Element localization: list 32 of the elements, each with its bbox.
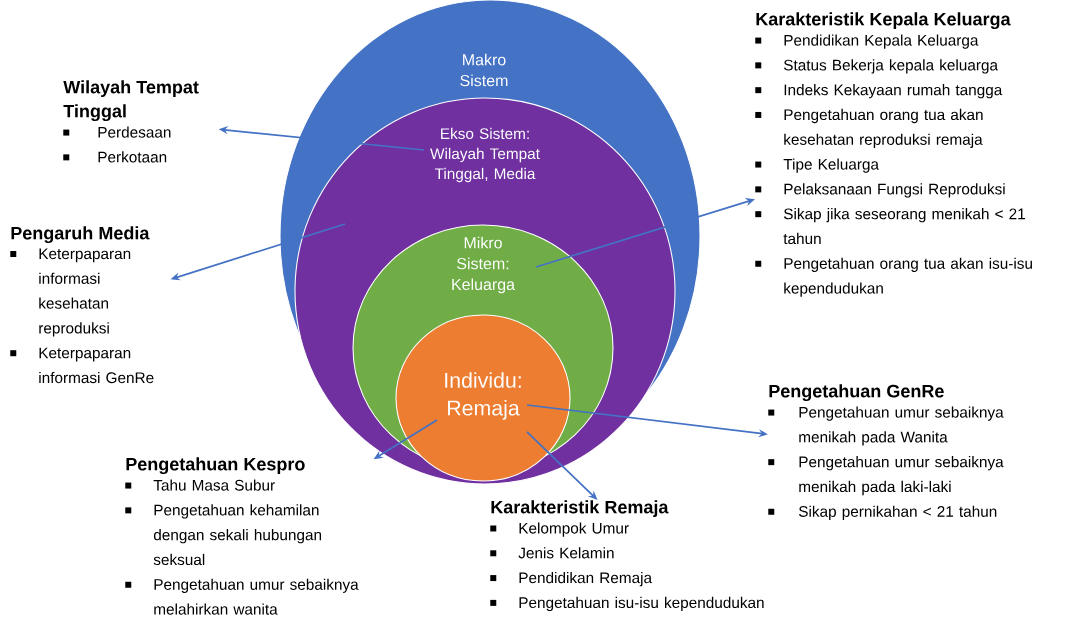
bullet-item: Pengetahuan kehamilan dengan sekali hubungan seksual <box>125 504 322 566</box>
heading: Pengetahuan GenRe <box>769 384 944 402</box>
bullet-item: Pengetahuan umur sebaiknya menikah pada laki-laki <box>768 456 1004 496</box>
bullet-item: Pengetahuan umur sebaiknya menikah pada Wanita <box>768 406 1004 446</box>
bullet-item: Pendidikan Kepala Keluarga <box>755 34 979 49</box>
circle-label: Makro Sistem <box>460 53 508 87</box>
bullet-item: Tahu Masa Subur <box>125 479 275 491</box>
bullet-item: Perkotaan <box>63 151 167 163</box>
bullet-item: Sikap pernikahan < 21 tahun <box>768 505 997 520</box>
circle-label: Individu: Remaja <box>445 372 521 420</box>
bullet-item: Keterpaparan informasi kesehatan reproduksi <box>10 248 131 337</box>
heading: Pengetahuan Kespro <box>126 457 305 475</box>
bullet-item: Pengetahuan orang tua akan kesehatan reproduksi remaja <box>755 108 983 148</box>
bullet-item: Pendidikan Remaja <box>490 572 653 587</box>
bullet-item: Pengetahuan orang tua akan isu-isu kependudukan <box>755 257 1032 297</box>
bullet-item: Status Bekerja kepala keluarga <box>755 59 998 74</box>
bullet-item: Indeks Kekayaan rumah tangga <box>755 84 1003 99</box>
heading: Karakteristik Remaja <box>491 500 669 518</box>
bullet-item: Pelaksanaan Fungsi Reproduksi <box>755 183 1005 198</box>
bullet-item: Kelompok Umur <box>490 522 629 537</box>
bullet-item: Keterpaparan informasi GenRe <box>10 347 154 384</box>
bullet-item: Pengetahuan umur sebaiknya melahirkan wanita <box>125 578 359 615</box>
heading: Wilayah Tempat Tinggal <box>63 80 199 122</box>
bullet-item: Jenis Kelamin <box>490 547 614 559</box>
bullet-item: Sikap jika seseorang menikah < 21 tahun <box>755 208 1025 245</box>
heading: Pengaruh Media <box>11 226 150 244</box>
circle-label: Mikro Sistem: Keluarga <box>452 236 515 294</box>
bullet-item: Tipe Keluarga <box>755 158 879 173</box>
bullet-item: Perdesaan <box>63 126 171 138</box>
bullet-item: Pengetahuan isu-isu kependudukan <box>490 596 764 612</box>
circle-label: Ekso Sistem: Wilayah Tempat Tinggal, Media <box>430 127 540 183</box>
heading: Karakteristik Kepala Keluarga <box>756 12 1011 30</box>
